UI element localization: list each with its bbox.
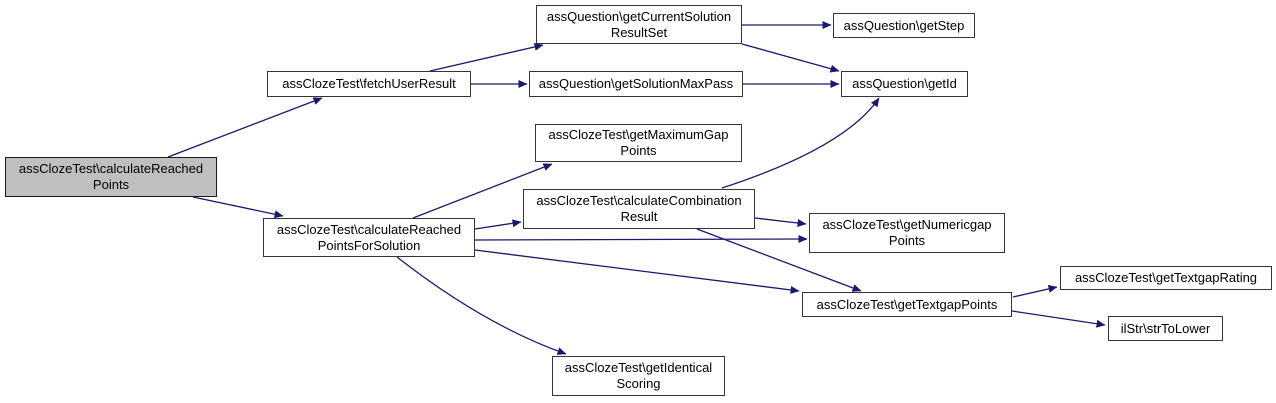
function-node-getId[interactable]: assQuestion\getId [841, 71, 968, 97]
function-node-label: assQuestion\getStep [843, 17, 965, 33]
call-edge-calculateReachedPointsForSolution-to-getNumericgapPoints [474, 235, 808, 244]
call-edge-getTextgapPoints-to-strToLower [1011, 310, 1106, 328]
function-node-label: ResultSet [610, 24, 668, 40]
function-node-label: PointsForSolution [317, 237, 421, 253]
function-node-label: assQuestion\getSolutionMaxPass [538, 76, 734, 91]
call-edge-calculateReachedPoints-to-fetchUserResult [167, 97, 323, 158]
function-node-label: assClozeTest\getIdentical [564, 360, 713, 375]
function-node-label: assClozeTest\calculateReached [276, 221, 462, 237]
function-node-label: Points [888, 233, 926, 248]
call-edge-getCurrentSolutionResultSet-to-getId [741, 43, 840, 73]
function-node-label: assClozeTest\calculateCombination [536, 193, 742, 208]
function-node-label: Points [92, 177, 130, 192]
function-node-label: assClozeTest\calculateReached [18, 161, 204, 176]
function-node-label: assClozeTest\getNumericgap [822, 217, 992, 232]
function-node-label: assClozeTest\getMaximumGap [548, 127, 729, 142]
function-node-label: Result [620, 209, 658, 224]
call-edge-calculateReachedPointsForSolution-to-getIdenticalScoring [396, 256, 567, 355]
function-node-label: assClozeTest\getTextgapRating [1074, 270, 1258, 285]
function-node-getSolutionMaxPass[interactable]: assQuestion\getSolutionMaxPass [529, 71, 743, 97]
function-node-label: Scoring [616, 376, 661, 391]
function-node-label: assQuestion\getId [852, 76, 957, 91]
function-node-label: assClozeTest\fetchUserResult [282, 76, 456, 91]
call-edge-getTextgapPoints-to-getTextgapRating [1012, 284, 1058, 298]
function-node-fetchUserResult[interactable]: assClozeTest\fetchUserResult [267, 71, 471, 97]
function-node-getTextgapRating[interactable]: assClozeTest\getTextgapRating [1060, 266, 1272, 290]
call-edge-calculateReachedPointsForSolution-to-getTextgapPoints [474, 249, 800, 294]
call-edge-fetchUserResult-to-getCurrentSolutionResultSet [429, 43, 544, 72]
function-node-getStep[interactable]: assQuestion\getStep [833, 13, 975, 38]
function-node-strToLower[interactable]: ilStr\strToLower [1108, 316, 1223, 341]
function-node-label: Points [620, 143, 657, 158]
function-node-label: assQuestion\getCurrentSolution [546, 8, 732, 24]
function-node-label: assClozeTest\getTextgapPoints [816, 296, 998, 312]
call-edge-calculateCombinationResult-to-getId [721, 97, 880, 189]
call-edge-calculateCombinationResult-to-getNumericgapPoints [754, 217, 807, 227]
function-node-getTextgapPoints[interactable]: assClozeTest\getTextgapPoints [802, 292, 1012, 317]
call-edge-calculateReachedPoints-to-calculateReachedPointsForSolution [192, 196, 284, 219]
function-node-label: ilStr\strToLower [1120, 320, 1211, 336]
call-edge-calculateReachedPointsForSolution-to-calculateCombinationResult [474, 219, 522, 230]
